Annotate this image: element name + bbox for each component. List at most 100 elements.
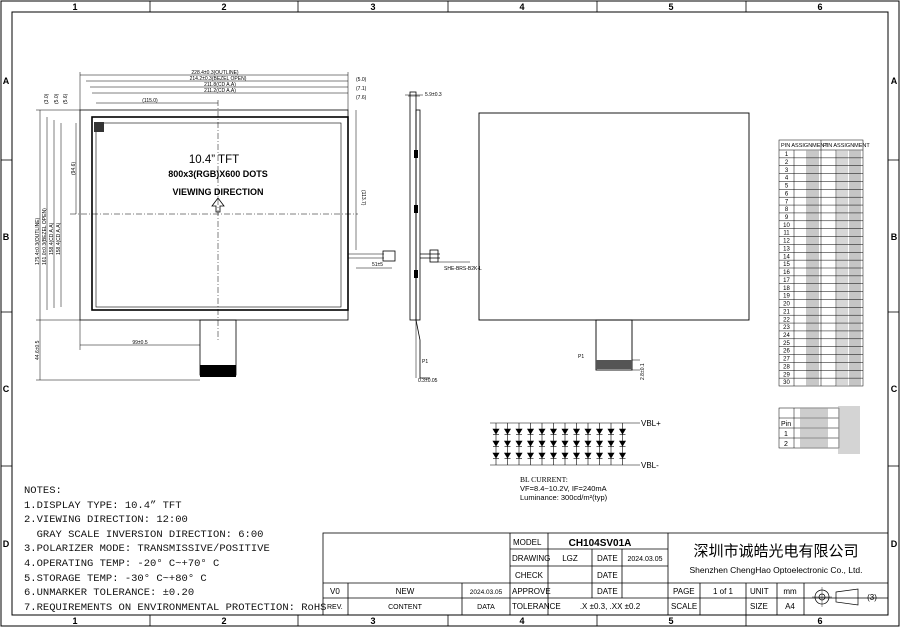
bl-luminance: Luminance: 300cd/m²(typ) (520, 493, 608, 502)
unit-value: mm (783, 587, 797, 596)
led-diode-icon (584, 452, 592, 459)
pin-number: 4 (785, 176, 789, 182)
side-view (405, 91, 470, 379)
pin-numbers: 1234567891011121314151617181920212223242… (783, 152, 790, 386)
pin-number: 13 (783, 246, 790, 252)
pin-number: 1 (785, 152, 789, 158)
dim-left-1: (3.0) (44, 93, 50, 104)
col-label-6-bottom: 6 (817, 616, 822, 626)
row-label-c: C (3, 384, 10, 394)
tolerance-value: .X ±0.3, .XX ±0.2 (580, 602, 641, 611)
pin-number: 26 (783, 349, 790, 355)
side-thickness: 5.9±0.3 (425, 92, 442, 98)
led-diode-icon (572, 452, 581, 459)
pin-number: 14 (783, 254, 790, 260)
pin-number: 9 (785, 215, 789, 221)
vbl-plus-label: VBL+ (641, 419, 661, 428)
content-label: CONTENT (388, 604, 423, 611)
notes-line-7: 6.UNMARKER TOLERANCE: ±0.20 (24, 587, 195, 600)
led-diode-icon (607, 452, 615, 459)
pixelated-region-5 (838, 406, 860, 454)
bezel-rect (91, 116, 349, 311)
row-label-c-right: C (891, 384, 898, 394)
company-name-en: Shenzhen ChengHao Optoelectronic Co., Lt… (690, 565, 863, 575)
pin-number: 6 (785, 191, 789, 197)
pin-number: 5 (785, 184, 789, 190)
rev-date-value: 2024.03.05 (470, 589, 503, 596)
dim-right-2: (7.1) (356, 86, 367, 92)
dim-bezel-h: 161.0±0.3(BEZEL OPEN) (42, 208, 48, 265)
dim-fpc-height: 44.6±0.5 (35, 340, 41, 360)
display-size-title: 10.4” TFT (189, 154, 239, 166)
date-col-label: DATA (477, 604, 495, 611)
pin-table-headers: PIN ASSIGNMENT PIN ASSIGNMENT (781, 143, 870, 149)
front-view-dims: 228.4±0.3(OUTLINE) 214.2±0.3(BEZEL OPEN)… (35, 70, 383, 360)
rev-value: V0 (330, 587, 340, 596)
unit-label: UNIT (750, 587, 769, 596)
side-fpc-thickness: 0.3±0.05 (418, 378, 438, 384)
front-view-labels: 10.4” TFT 800x3(RGB)X600 DOTS VIEWING DI… (168, 154, 268, 197)
led-diode-icon (561, 452, 569, 459)
led-diode-icon (549, 440, 558, 447)
circuit-labels: VBL+ VBL- BL CURRENT: VF=8.4~10.2V, IF=2… (520, 419, 661, 502)
check-label: CHECK (515, 571, 544, 580)
back-p1: P1 (578, 354, 584, 360)
col-label-6: 6 (817, 2, 822, 12)
col-label-4-bottom: 4 (519, 616, 524, 626)
led-diode-icon (492, 440, 500, 447)
led-diode-icon (584, 440, 592, 447)
pin-number: 19 (783, 294, 790, 300)
date-value-1: 2024.03.05 (627, 556, 662, 563)
notes-line-5: 4.OPERATING TEMP: -20° C~+70° C (24, 557, 220, 570)
small-table-row-2: 2 (784, 441, 788, 448)
led-diode-icon (572, 428, 581, 435)
col-label-5: 5 (668, 2, 673, 12)
outline-rect (79, 109, 349, 321)
dim-outline-h: 175.4±0.3(OUTLINE) (35, 217, 41, 265)
notes-line-0: NOTES: (24, 485, 62, 497)
date-label-2: DATE (597, 571, 618, 580)
col-label-3-bottom: 3 (370, 616, 375, 626)
led-diode-icon (561, 440, 569, 447)
led-diode-icon (595, 452, 604, 459)
dim-bezel-w: 214.2±0.3(BEZEL OPEN) (190, 76, 247, 82)
row-label-a: A (3, 76, 10, 86)
col-label-4: 4 (519, 2, 524, 12)
led-diode-icon (492, 452, 500, 459)
back-view (478, 112, 750, 371)
col-label-1-bottom: 1 (72, 616, 77, 626)
small-table-text: Pin 1 2 (781, 421, 791, 448)
col-label-2: 2 (221, 2, 226, 12)
tolerance-label: TOLERANCE (512, 602, 561, 611)
cable-connector (382, 250, 396, 262)
dim-aa-w2: 211.2(CD A.A) (204, 88, 236, 94)
led-diode-icon (607, 440, 615, 447)
page-label: PAGE (673, 587, 695, 596)
led-diode-icon (618, 440, 627, 447)
corner-marker (94, 122, 104, 132)
notes-line-2: 2.VIEWING DIRECTION: 12:00 (24, 514, 188, 527)
small-table-row-1: 1 (784, 431, 788, 438)
pin-number: 25 (783, 341, 790, 347)
led-diode-icon (515, 452, 523, 459)
pin-number: 23 (783, 325, 790, 331)
display-resolution: 800x3(RGB)X600 DOTS (168, 169, 268, 179)
title-block (322, 532, 889, 616)
pin-number: 18 (783, 286, 790, 292)
pin-number: 15 (783, 262, 790, 268)
pin-number: 17 (783, 278, 790, 284)
row-label-d-right: D (891, 539, 898, 549)
cable-label: SHE-BRS-B2K-L (444, 266, 482, 272)
back-view-dims: P1 2.8±0.1 (578, 354, 646, 380)
led-diode-icon (503, 440, 512, 447)
led-diode-icon (526, 440, 535, 447)
pin-number: 16 (783, 270, 790, 276)
led-diode-icon (538, 428, 546, 435)
projection-symbol-icon (812, 587, 859, 607)
dim-right-height: (113.7) (360, 190, 366, 206)
pin-number: 8 (785, 207, 789, 213)
approve-label: APPROVE (512, 587, 551, 596)
